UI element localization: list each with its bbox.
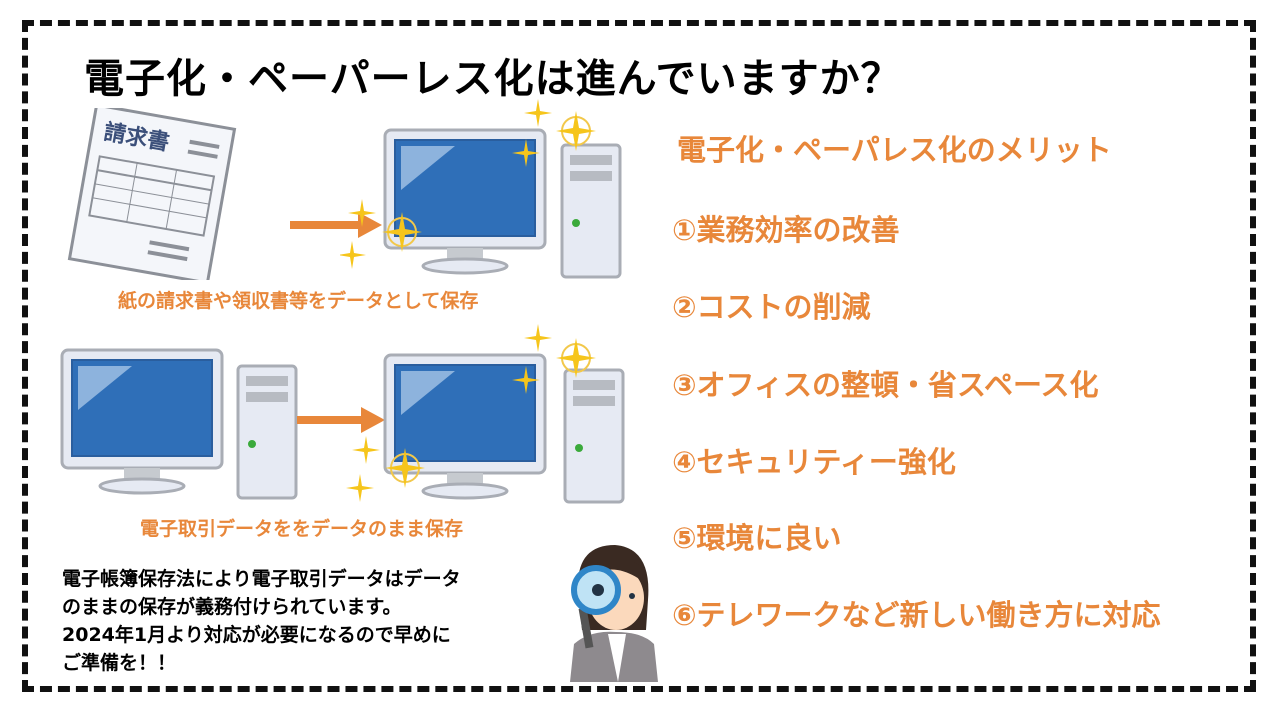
caption-paper-to-data: 紙の請求書や領収書等をデータとして保存: [118, 290, 479, 312]
notice-line: ご準備を！！: [62, 652, 177, 674]
merit-item: ③オフィスの整頓・省スペース化: [672, 368, 1099, 402]
merits-heading: 電子化・ペーパレス化のメリット: [677, 133, 1112, 167]
computer-digital-illustration: [340, 99, 622, 279]
arrow-icon: [290, 212, 382, 238]
computer-digital-illustration: [346, 324, 625, 504]
merit-item: ①業務効率の改善: [672, 213, 900, 247]
merit-item: ②コストの削減: [672, 290, 871, 324]
merit-item: ⑤環境に良い: [672, 521, 842, 555]
invoice-illustration: 請求書: [67, 108, 237, 280]
notice-line: 電子帳簿保存法により電子取引データはデータ: [62, 568, 461, 590]
notice-line: のままの保存が義務付けられています。: [62, 596, 402, 618]
merit-item: ⑥テレワークなど新しい働き方に対応: [672, 598, 1161, 632]
caption-data-as-is: 電子取引データををデータのまま保存: [140, 518, 464, 540]
dashed-frame: [22, 20, 1256, 692]
notice-text: 電子帳簿保存法により電子取引データはデータ のままの保存が義務付けられています。…: [62, 565, 461, 677]
page-title: 電子化・ペーパーレス化は進んでいますか？: [84, 56, 902, 102]
merit-item: ④セキュリティー強化: [672, 445, 956, 479]
woman-magnifier-illustration: [570, 545, 658, 682]
computer-source-illustration: [60, 348, 298, 500]
notice-line: 2024年1月より対応が必要になるので早めに: [62, 624, 451, 646]
arrow-icon: [297, 407, 385, 433]
